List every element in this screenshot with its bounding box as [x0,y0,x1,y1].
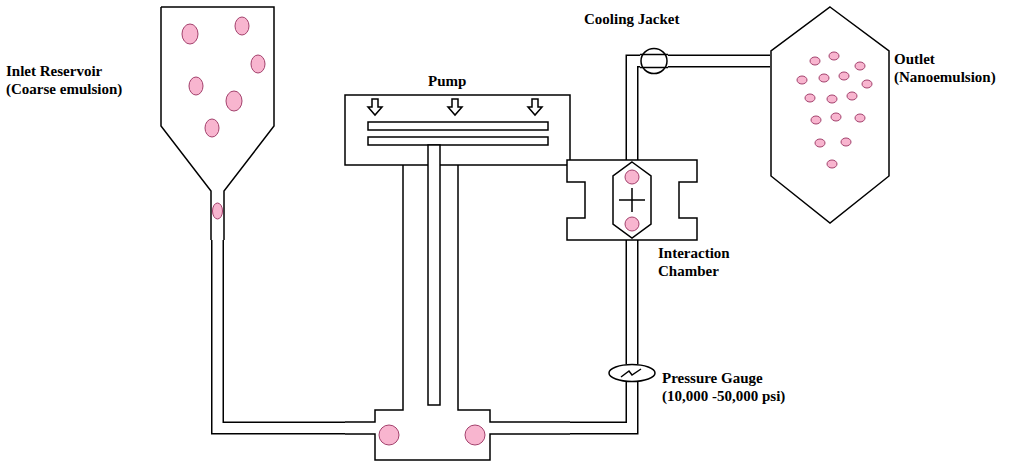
valve-manifold [345,165,570,460]
droplet [797,76,807,84]
outlet-vessel [771,7,889,223]
droplet [847,92,857,100]
droplet [379,425,399,445]
pipe-wall [668,55,770,68]
droplet [827,160,837,168]
pressure-arrow [368,99,382,115]
inlet-reservoir-shape [160,6,275,240]
pressure-gauge-shape [608,364,656,382]
component-label: Outlet (Nanoemulsion) [894,50,1006,86]
micro-channel [619,188,645,212]
droplet [213,203,223,219]
droplet [625,170,639,184]
cooling-jacket-shape [640,48,668,74]
droplet [839,72,849,80]
droplet [226,91,242,111]
pump-housing [345,95,570,165]
droplet [189,77,203,95]
pump: Pump [345,95,570,460]
component-label: Inlet Reservoir (Coarse emulsion) [6,62,136,98]
pipe-wall [640,55,668,68]
pressure-gauge: Pressure Gauge (10,000 -50,000 psi) [608,364,656,382]
droplet [810,57,820,65]
chamber-cell [613,162,651,238]
pipe-bore [570,382,632,428]
inlet-reservoir: Inlet Reservoir (Coarse emulsion) [160,6,275,240]
pipe [632,240,633,364]
droplet [855,114,865,122]
outlet-vessel-shape [770,6,890,224]
pump-shape [345,95,570,460]
cooling-jacket: Cooling Jacket [640,48,668,74]
droplet [805,94,815,102]
interaction-chamber-shape [567,160,697,240]
droplet [465,425,485,445]
component-label: Pump [428,72,508,90]
pipe-wall [218,240,346,428]
jacket-ring [641,49,667,74]
pipe-bore [632,61,640,160]
gauge-needle [621,369,641,377]
droplet [205,119,219,137]
pipe-wall [570,382,632,428]
pipe [632,61,640,160]
droplet [811,116,821,124]
piston-rod [428,145,440,405]
pipe [668,61,770,62]
pressure-arrow [448,99,462,115]
droplet [182,24,198,44]
droplet [235,17,249,35]
droplet [862,80,872,88]
pump-plate [368,122,548,130]
pressure-arrow [528,99,542,115]
pipe-wall [632,61,640,160]
component-label: Cooling Jacket [584,10,679,28]
droplet [831,113,841,121]
interaction-chamber: Interaction Chamber [567,160,697,240]
pipe [570,382,632,428]
pipe [218,240,346,428]
gauge-dial [609,365,655,382]
droplet [827,95,837,103]
pipe-bore [668,56,770,66]
outlet-vessel: Outlet (Nanoemulsion) [770,6,890,224]
component-label: Interaction Chamber [658,244,758,280]
reservoir-outline [161,7,274,240]
droplet [815,139,825,147]
droplet [829,52,839,60]
droplet [819,74,829,82]
component-label: Pressure Gauge (10,000 -50,000 psi) [662,369,797,405]
pump-plate [368,137,548,145]
droplet [625,217,639,231]
pipe-wall [626,240,639,364]
droplet [251,55,265,73]
jacket-ground [641,49,667,74]
pipe-bore [218,240,346,428]
droplet [841,138,851,146]
pipe-bore [627,240,637,364]
chamber-block [567,160,697,240]
droplet [855,62,865,70]
